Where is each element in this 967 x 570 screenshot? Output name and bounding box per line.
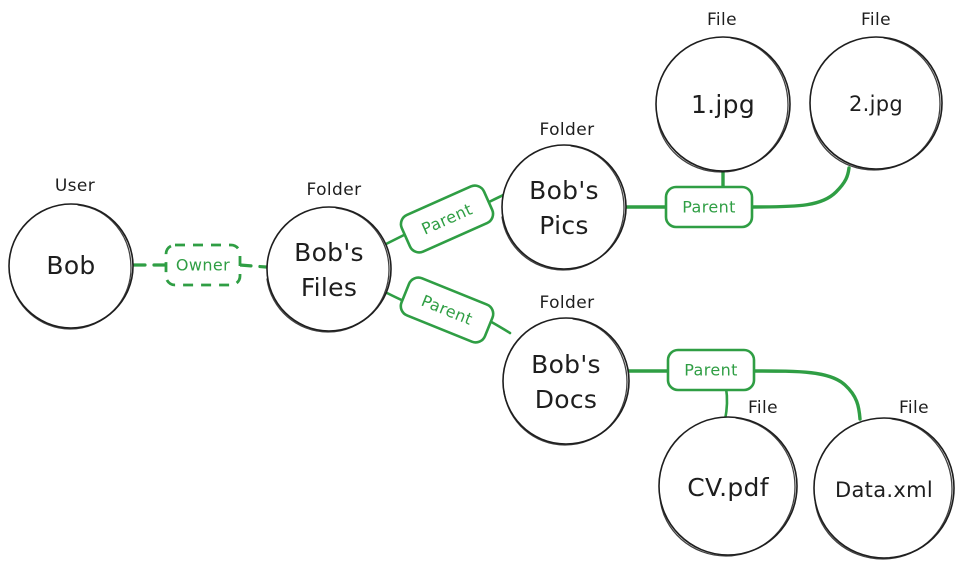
node-bobs-docs-label-line2: Docs	[535, 385, 598, 414]
node-data-xml[interactable]: Data.xml	[813, 417, 955, 560]
node-data-xml-type-label: File	[899, 398, 929, 418]
node-cv-pdf-label: CV.pdf	[687, 473, 770, 502]
nodes-layer: Bob User Bob's Files Folder Bob's Pics F…	[8, 10, 955, 560]
relation-labels-layer: Owner Parent Parent Parent Parent	[164, 182, 756, 392]
node-1-jpg-circle	[655, 36, 791, 172]
node-2-jpg-type-label: File	[861, 10, 891, 30]
edge-segment-dataxml	[752, 369, 862, 421]
node-data-xml-circle-sketch	[814, 418, 953, 560]
relation-parent-docs-files-box	[666, 348, 756, 392]
edge-bob-files[interactable]	[132, 263, 268, 269]
relation-parent-docs-files-label: Parent	[684, 361, 738, 380]
node-bobs-files[interactable]: Bob's Files	[266, 206, 392, 333]
node-bob-circle-sketch	[9, 204, 132, 330]
relation-parent-files-pics-box	[399, 184, 495, 254]
node-bobs-pics-circle	[501, 144, 627, 270]
relation-owner[interactable]: Owner	[164, 243, 242, 287]
node-bob-label: Bob	[46, 251, 95, 280]
relation-parent-pics-files-box	[664, 185, 754, 229]
node-bobs-files-label-line1: Bob's	[294, 238, 364, 267]
node-bobs-pics-type-label: Folder	[540, 120, 595, 140]
relation-parent-pics-files-label: Parent	[682, 198, 736, 217]
node-data-xml-circle	[813, 417, 955, 559]
node-bobs-docs[interactable]: Bob's Docs	[502, 317, 630, 446]
node-bobs-pics-label-line1: Bob's	[529, 176, 599, 205]
node-1-jpg-circle-sketch	[656, 37, 789, 173]
node-bobs-docs-type-label: Folder	[540, 293, 595, 313]
node-1-jpg-type-label: File	[707, 10, 737, 30]
relation-parent-docs-files[interactable]: Parent	[666, 348, 756, 392]
edge-segment-jpg2	[750, 166, 851, 209]
node-2-jpg-label: 2.jpg	[849, 92, 903, 116]
edge-segment-left	[384, 232, 408, 246]
node-bob-type-label: User	[55, 176, 95, 196]
node-bobs-files-type-label: Folder	[307, 180, 362, 200]
node-2-jpg-circle-sketch	[810, 37, 941, 171]
node-bobs-files-circle-sketch	[266, 207, 390, 333]
node-2-jpg[interactable]: 2.jpg	[809, 36, 943, 171]
node-bobs-pics-label-line2: Pics	[539, 211, 588, 240]
node-data-xml-label: Data.xml	[835, 478, 933, 502]
relation-owner-label: Owner	[176, 256, 230, 275]
node-bobs-files-label-line2: Files	[301, 273, 357, 302]
node-bob[interactable]: Bob	[8, 203, 134, 330]
edge-segment-right	[238, 263, 268, 269]
node-cv-pdf[interactable]: CV.pdf	[658, 416, 798, 557]
node-cv-pdf-circle	[658, 416, 798, 556]
node-bobs-pics[interactable]: Bob's Pics	[501, 144, 627, 271]
relation-parent-pics-files[interactable]: Parent	[664, 185, 754, 229]
node-cv-pdf-circle-sketch	[659, 417, 796, 557]
node-bobs-docs-label-line1: Bob's	[531, 350, 601, 379]
node-1-jpg-label: 1.jpg	[691, 90, 755, 119]
edge-docs-dataxml[interactable]	[752, 369, 862, 421]
node-bobs-docs-circle	[502, 317, 630, 445]
relation-parent-files-docs-box	[399, 276, 495, 344]
relation-parent-files-docs[interactable]: Parent	[398, 275, 496, 346]
edge-segment-cvpdf	[723, 386, 729, 422]
node-bobs-pics-circle-sketch	[501, 145, 625, 271]
relation-owner-box	[164, 243, 242, 287]
node-bob-circle	[8, 203, 134, 329]
relation-parent-files-pics[interactable]: Parent	[398, 182, 496, 255]
node-2-jpg-circle	[809, 36, 943, 170]
edge-pics-jpg2[interactable]	[750, 166, 851, 209]
node-bobs-files-circle	[266, 206, 392, 332]
node-bobs-docs-circle-sketch	[503, 318, 628, 446]
edge-pics-jpg1[interactable]	[624, 168, 725, 209]
node-cv-pdf-type-label: File	[748, 398, 778, 418]
node-1-jpg[interactable]: 1.jpg	[655, 36, 791, 173]
